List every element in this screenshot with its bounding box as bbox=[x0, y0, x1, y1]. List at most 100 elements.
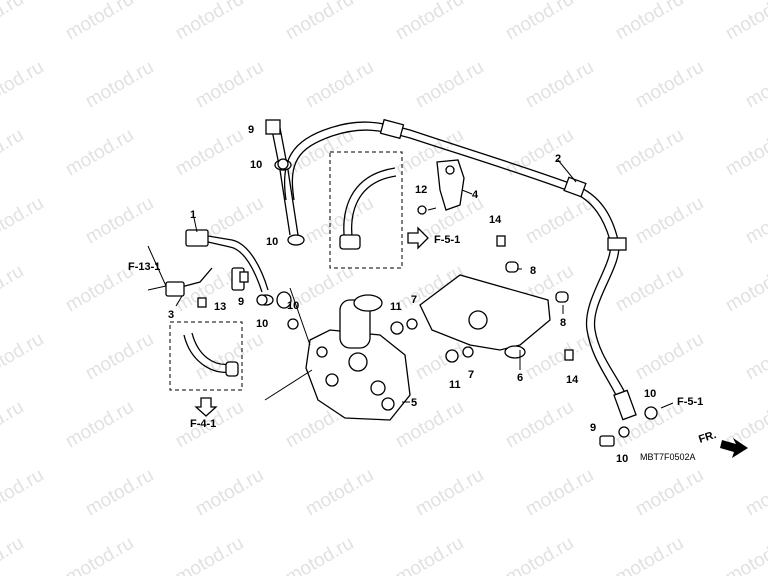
watermark-text: motod.ru bbox=[392, 533, 467, 576]
watermark-text: motod.ru bbox=[172, 533, 247, 576]
watermark-text: motod.ru bbox=[742, 193, 768, 249]
callout: 9 bbox=[590, 422, 596, 434]
watermark-text: motod.ru bbox=[172, 0, 247, 44]
watermark-text: motod.ru bbox=[82, 57, 157, 113]
reference-arrows bbox=[194, 226, 748, 458]
callout: 14 bbox=[566, 374, 579, 386]
callout: 2 bbox=[555, 153, 561, 165]
leader-lines bbox=[147, 159, 577, 403]
callout: 10 bbox=[644, 388, 656, 400]
watermark-text: motod.ru bbox=[0, 465, 47, 521]
watermark-text: motod.ru bbox=[0, 533, 27, 576]
watermark-text: motod.ru bbox=[392, 0, 467, 44]
watermark-text: motod.ru bbox=[632, 465, 707, 521]
callout: 10 bbox=[256, 318, 268, 330]
main-hose bbox=[283, 118, 637, 421]
watermark-text: motod.ru bbox=[522, 57, 597, 113]
watermark-text: motod.ru bbox=[62, 261, 137, 317]
watermark-text: motod.ru bbox=[502, 533, 577, 576]
callout: 14 bbox=[489, 214, 502, 226]
sensor bbox=[436, 159, 465, 211]
watermark-text: motod.ru bbox=[502, 397, 577, 453]
callout: 4 bbox=[472, 189, 479, 201]
watermark-text: motod.ru bbox=[742, 57, 768, 113]
callout: 8 bbox=[560, 317, 566, 329]
watermark-text: motod.ru bbox=[302, 465, 377, 521]
callout: 9 bbox=[238, 296, 244, 308]
watermark-text: motod.ru bbox=[612, 125, 687, 181]
bracket bbox=[419, 274, 551, 359]
watermark-text: motod.ru bbox=[0, 193, 47, 249]
watermark-text: motod.ru bbox=[722, 533, 768, 576]
watermark-text: motod.ru bbox=[722, 125, 768, 181]
callout-labels: 1 2 3 4 5 6 7 7 8 8 9 9 9 10 10 10 10 10… bbox=[168, 124, 656, 465]
small-parts bbox=[197, 158, 658, 447]
abs-modulator bbox=[305, 294, 411, 421]
callout: 3 bbox=[168, 309, 174, 321]
watermark-text: motod.ru bbox=[82, 193, 157, 249]
watermark-text: motod.ru bbox=[522, 465, 597, 521]
watermark-text: motod.ru bbox=[192, 465, 267, 521]
watermark-text: motod.ru bbox=[522, 329, 597, 385]
watermark-text: motod.ru bbox=[612, 261, 687, 317]
callout: 10 bbox=[616, 453, 628, 465]
direction-arrow-icon bbox=[720, 438, 748, 458]
watermark-text: motod.ru bbox=[302, 57, 377, 113]
callout: 9 bbox=[248, 124, 254, 136]
watermark-text: motod.ru bbox=[0, 0, 27, 44]
callout: 8 bbox=[530, 265, 536, 277]
watermark-text: motod.ru bbox=[632, 193, 707, 249]
watermark-text: motod.ru bbox=[62, 397, 137, 453]
watermark-text: motod.ru bbox=[0, 125, 27, 181]
watermark-text: motod.ru bbox=[632, 329, 707, 385]
callout: 5 bbox=[411, 397, 417, 409]
reference-label: F-5-1 bbox=[434, 234, 460, 246]
watermark-text: motod.ru bbox=[742, 465, 768, 521]
watermark-text: motod.ru bbox=[412, 465, 487, 521]
watermark-text: motod.ru bbox=[502, 0, 577, 44]
reference-label: F-13-1 bbox=[128, 261, 160, 273]
reference-labels: F-13-1 F-4-1 F-5-1 F-5-1 bbox=[128, 234, 703, 430]
callout: 10 bbox=[250, 159, 262, 171]
watermark-text: motod.ru bbox=[192, 57, 267, 113]
watermark-text: motod.ru bbox=[0, 397, 27, 453]
direction-label: FR. bbox=[697, 429, 718, 446]
detail-hose-upper bbox=[343, 167, 396, 246]
callout: 10 bbox=[287, 300, 299, 312]
callout: 1 bbox=[190, 209, 196, 221]
callout: 11 bbox=[449, 379, 461, 391]
callout: 10 bbox=[266, 236, 278, 248]
reference-label: F-5-1 bbox=[677, 396, 703, 408]
watermark-text: motod.ru bbox=[62, 125, 137, 181]
callout: 12 bbox=[415, 184, 427, 196]
detail-box-hose-lower bbox=[169, 321, 243, 391]
watermark-text: motod.ru bbox=[82, 465, 157, 521]
watermark-text: motod.ru bbox=[412, 57, 487, 113]
watermark-text: motod.ru bbox=[82, 329, 157, 385]
watermark-text: motod.ru bbox=[722, 261, 768, 317]
watermark-text: motod.ru bbox=[632, 57, 707, 113]
watermark-text: motod.ru bbox=[0, 329, 47, 385]
reference-label: F-4-1 bbox=[190, 418, 216, 430]
drawing-code: MBT7F0502A bbox=[640, 452, 696, 462]
watermark-text: motod.ru bbox=[612, 0, 687, 44]
watermark-text: motod.ru bbox=[0, 57, 47, 113]
watermark-text: motod.ru bbox=[282, 0, 357, 44]
watermark-text: motod.ru bbox=[392, 397, 467, 453]
detail-box-hose-upper bbox=[329, 151, 403, 269]
watermark-text: motod.ru bbox=[62, 0, 137, 44]
callout: 7 bbox=[468, 369, 474, 381]
watermark-text: motod.ru bbox=[722, 0, 768, 44]
callout: 13 bbox=[214, 301, 226, 313]
callout: 11 bbox=[390, 301, 402, 313]
callout: 6 bbox=[517, 372, 523, 384]
watermark-text: motod.ru bbox=[282, 533, 357, 576]
watermark-text: motod.ru bbox=[172, 125, 247, 181]
watermark-text: motod.ru bbox=[0, 261, 27, 317]
callout: 7 bbox=[411, 294, 417, 306]
watermark-text: motod.ru bbox=[62, 533, 137, 576]
watermark-text: motod.ru bbox=[742, 329, 768, 385]
watermark-text: motod.ru bbox=[612, 533, 687, 576]
